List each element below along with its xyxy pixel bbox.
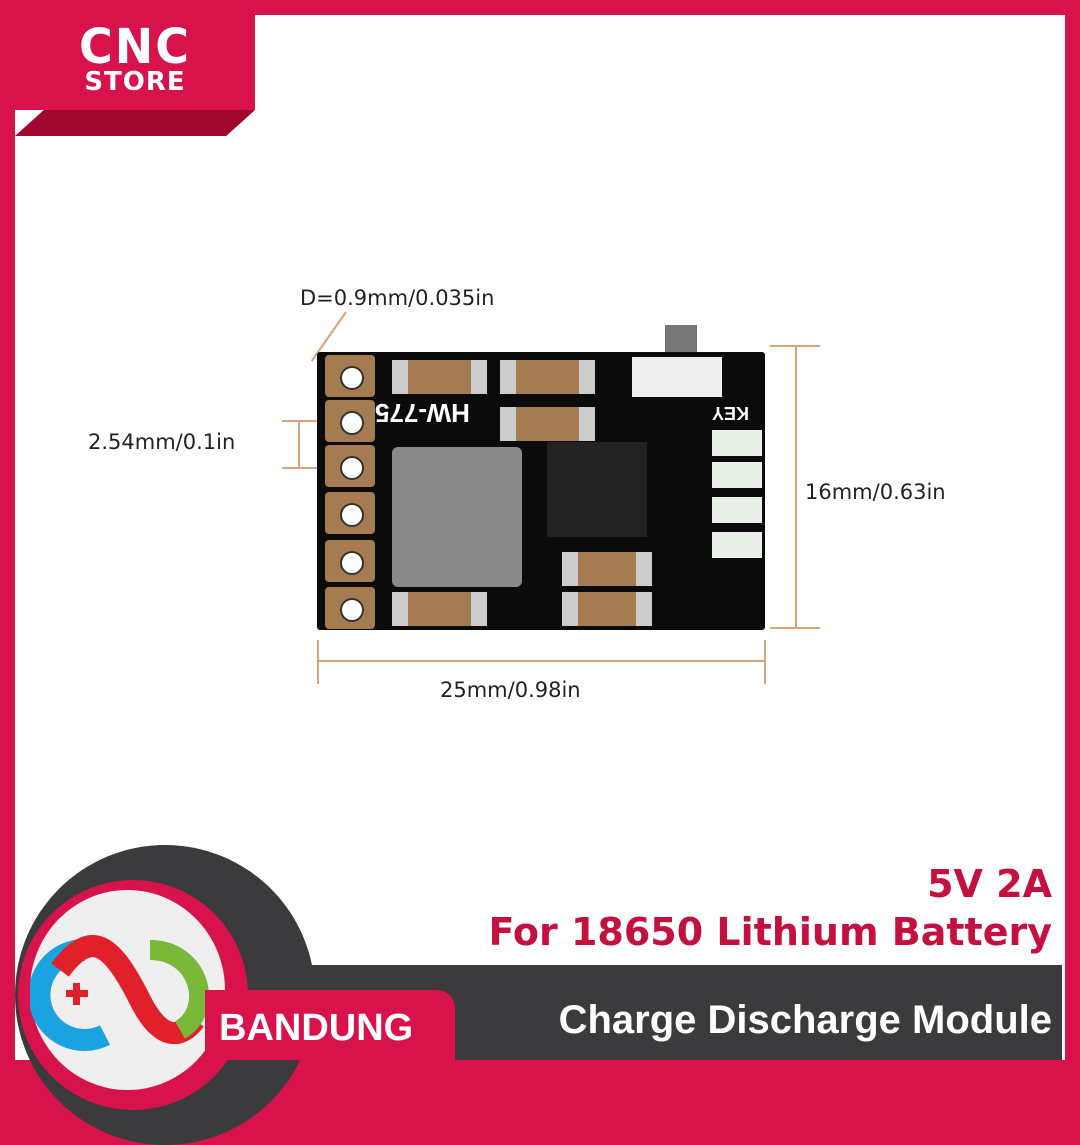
pitch-line-top <box>282 420 347 422</box>
pitch-label: 2.54mm/0.1in <box>88 430 236 454</box>
solder-pad <box>325 445 375 487</box>
switch-knob <box>665 325 697 353</box>
led <box>712 462 762 488</box>
hole-diameter-label: D=0.9mm/0.035in <box>300 286 495 310</box>
inductor <box>392 447 522 587</box>
pitch-line-bottom <box>282 467 347 469</box>
board-model: HW-775 <box>375 398 470 428</box>
width-line-right <box>764 640 766 684</box>
smd-component <box>562 552 652 586</box>
solder-pad <box>325 400 375 442</box>
badge-logo <box>28 890 225 1090</box>
led <box>712 497 762 523</box>
smd-component <box>500 407 595 441</box>
smd-component <box>562 592 652 626</box>
store-logo: CNC STORE <box>15 15 255 110</box>
city-tab: BANDUNG <box>205 990 455 1060</box>
ic-chip <box>547 442 647 537</box>
key-label: KEY <box>712 403 750 423</box>
led <box>712 532 762 558</box>
pitch-line-vertical <box>298 420 300 468</box>
smd-component <box>500 360 595 394</box>
smd-component <box>392 592 487 626</box>
logo-cnc: CNC <box>78 17 191 75</box>
smd-component <box>392 360 487 394</box>
height-line-vertical <box>795 345 797 628</box>
product-title: Charge Discharge Module <box>558 998 1052 1042</box>
solder-pad <box>325 492 375 534</box>
slide-switch <box>632 357 722 397</box>
infinity-logo-icon <box>28 935 210 1051</box>
height-label: 16mm/0.63in <box>805 480 946 504</box>
solder-pad <box>325 540 375 582</box>
height-line-bottom <box>770 627 820 629</box>
solder-pad <box>325 587 375 629</box>
width-line <box>317 660 765 662</box>
width-line-left <box>317 640 319 684</box>
solder-pad <box>325 355 375 397</box>
logo-store: STORE <box>84 67 186 97</box>
spec-text: 5V 2A <box>927 862 1052 906</box>
battery-text: For 18650 Lithium Battery <box>488 910 1052 954</box>
led <box>712 430 762 456</box>
pcb-module: HW-775 KEY <box>317 352 765 630</box>
logo-shadow <box>15 110 255 136</box>
width-label: 25mm/0.98in <box>440 678 581 702</box>
